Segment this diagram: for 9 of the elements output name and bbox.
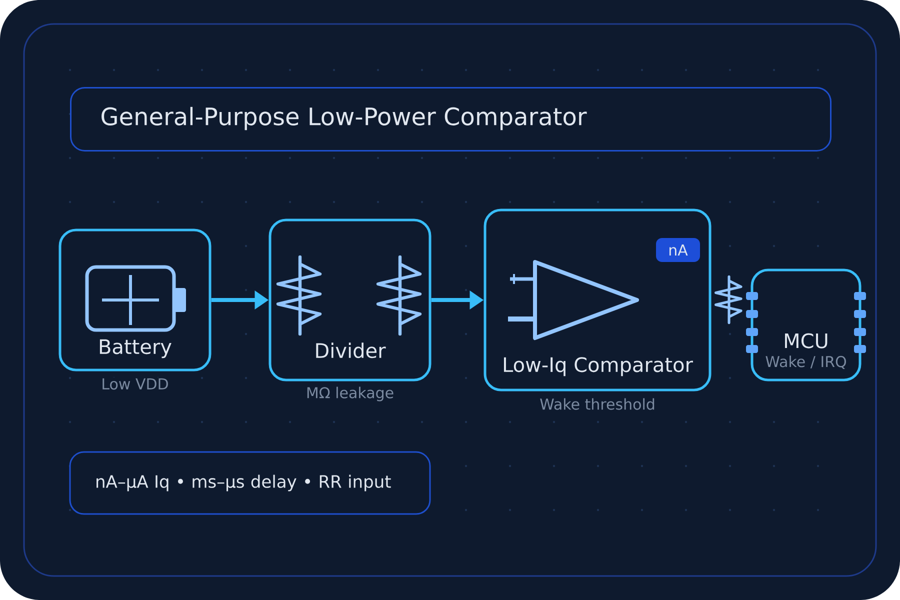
node-caption: Wake threshold [538,397,656,411]
node-caption: Low VDD [100,377,170,391]
badge: nA [656,238,700,262]
title-bar: General-Purpose Low-Power Comparator [70,87,832,152]
note-box: nA–μA Iq • ms–μs delay • RR input [69,451,431,515]
chip-box: MCU Wake / IRQ [750,268,862,382]
node-caption: MΩ leakage [304,386,396,402]
block-box: Battery [58,228,212,372]
block-box: Divider [268,218,432,382]
